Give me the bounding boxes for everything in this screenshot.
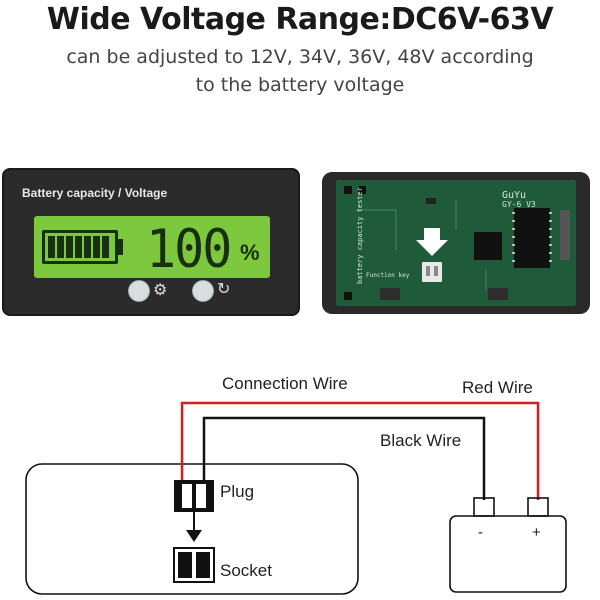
display-unit: % <box>240 240 260 265</box>
subtitle-line-1: can be adjusted to 12V, 34V, 36V, 48V ac… <box>66 46 534 68</box>
pcb-function-key: Function key <box>366 272 410 279</box>
plug <box>174 480 214 512</box>
pcb-model: GY-6 V3 <box>502 200 536 209</box>
battery-meter-back: GuYu GY-6 V3 battery capacity tester Fun… <box>322 172 590 314</box>
lcd-display: 100 % <box>34 216 270 280</box>
black-wire-label: Black Wire <box>380 431 462 450</box>
circuit-board: GuYu GY-6 V3 battery capacity tester Fun… <box>336 180 576 306</box>
refresh-button[interactable] <box>192 280 214 302</box>
pcb-board-text: battery capacity tester <box>356 187 364 284</box>
pcb-components <box>344 186 570 300</box>
plus-label: + <box>532 524 541 541</box>
meter-label: Battery capacity / Voltage <box>22 186 168 200</box>
minus-label: - <box>478 524 483 541</box>
battery-terminal-negative <box>473 497 495 517</box>
subtitle-line-2: to the battery voltage <box>195 74 405 96</box>
battery-terminal-positive <box>527 497 549 517</box>
refresh-icon: ↻ <box>217 281 231 298</box>
red-wire-label: Red Wire <box>462 378 533 397</box>
battery-cap <box>118 239 123 255</box>
page-title: Wide Voltage Range:DC6V-63V <box>46 2 554 37</box>
battery-gauge-icon <box>42 230 118 264</box>
device-outline <box>25 463 359 595</box>
pcb-brand: GuYu <box>502 190 527 201</box>
gear-icon: ⚙ <box>153 282 168 299</box>
connection-wire-label: Connection Wire <box>222 374 348 393</box>
socket-label: Socket <box>220 561 272 580</box>
arrow-down-icon <box>186 530 202 542</box>
display-value: 100 <box>146 218 232 280</box>
plug-label: Plug <box>220 482 255 501</box>
battery-body <box>449 515 567 593</box>
socket <box>173 547 215 583</box>
battery-meter-front: Battery capacity / Voltage 100 % ⚙ ↻ <box>2 168 300 316</box>
setting-button[interactable] <box>128 280 150 302</box>
